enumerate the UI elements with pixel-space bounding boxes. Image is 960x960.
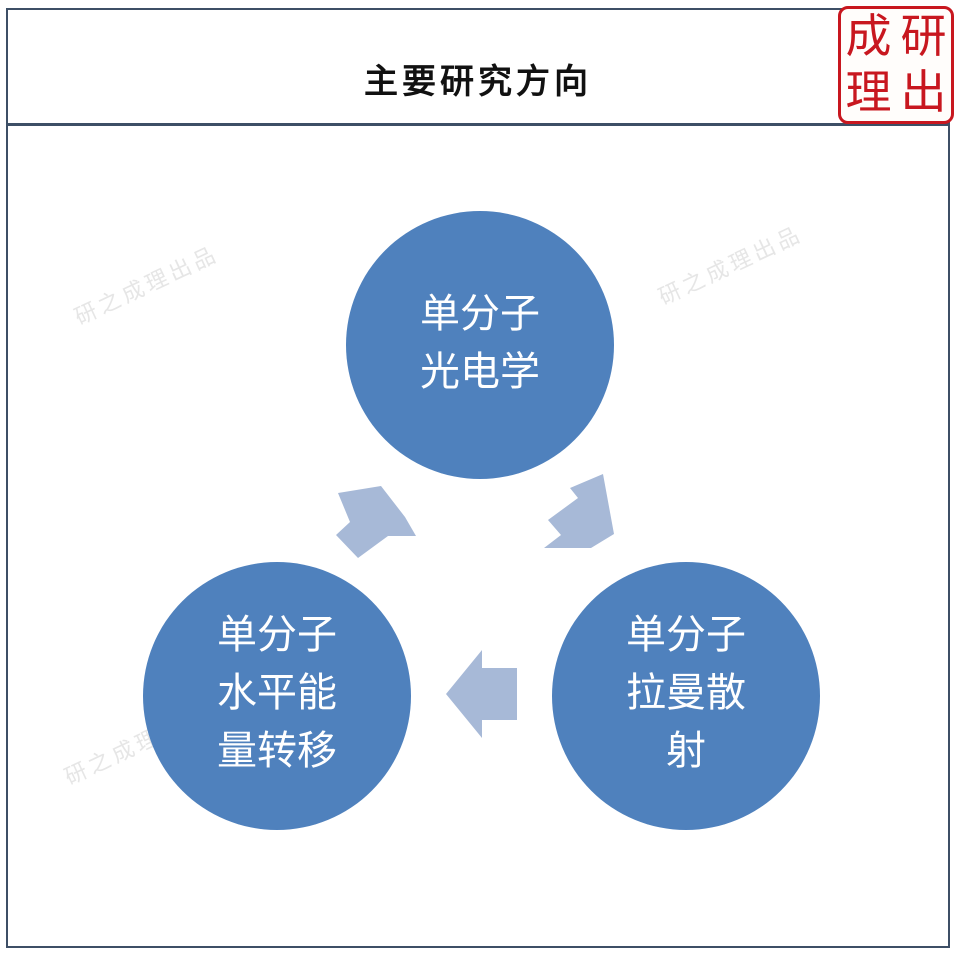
seal-char: 出 [900, 65, 947, 119]
node-circle [143, 562, 411, 830]
arrow-right-to-left [446, 650, 517, 738]
node-circle [346, 211, 614, 479]
arrow-top-to-right [544, 474, 614, 548]
node-raman: 单分子 拉曼散 射 [552, 562, 820, 830]
node-photoelectric: 单分子 光电学 [346, 211, 614, 479]
node-label-line: 光电学 [420, 349, 540, 395]
node-label-line: 单分子 [626, 612, 746, 658]
node-circle [552, 562, 820, 830]
node-label-line: 射 [666, 728, 706, 774]
seal-char: 成 [845, 9, 892, 63]
node-label-line: 拉曼散 [626, 670, 746, 716]
node-label-line: 单分子 [217, 612, 337, 658]
page-title: 主要研究方向 [364, 62, 592, 102]
header: 主要研究方向 [6, 8, 950, 126]
node-label-line: 量转移 [217, 728, 337, 774]
seal-char: 研 [900, 9, 947, 63]
node-label-line: 水平能 [217, 670, 337, 716]
node-energy-transfer: 单分子 水平能 量转移 [143, 562, 411, 830]
node-label-line: 单分子 [420, 291, 540, 337]
arrow-left-to-top [336, 486, 416, 558]
seal-char: 理 [845, 65, 892, 119]
seal-logo: 成 研 理 出 [838, 6, 954, 124]
